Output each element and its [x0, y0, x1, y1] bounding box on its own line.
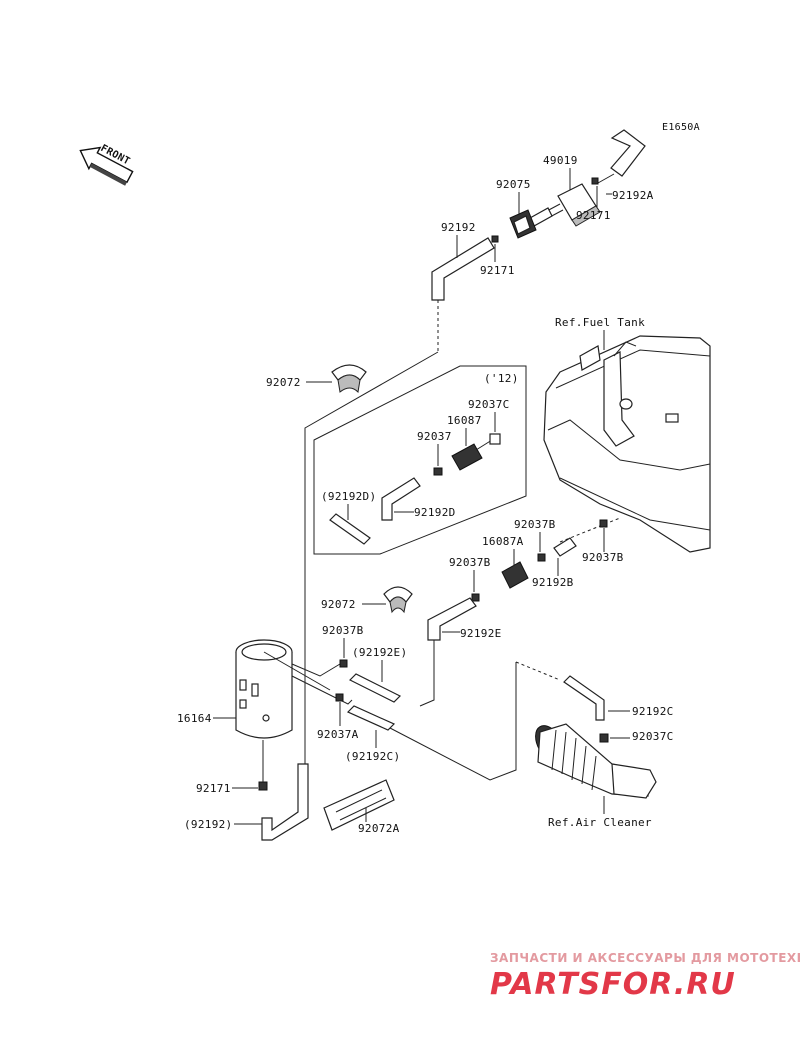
label-92192D: 92192D — [414, 506, 456, 519]
clip-92037B-c — [599, 519, 608, 528]
label-92171-bot: 92171 — [196, 782, 231, 795]
watermark-tagline: ЗАПЧАСТИ И АКСЕССУАРЫ ДЛЯ МОТОТЕХНИКИ — [490, 951, 800, 965]
label-92192C-paren: (92192C) — [345, 750, 400, 763]
year-note: ('12) — [484, 372, 519, 385]
label-92072A: 92072A — [358, 822, 400, 835]
fuel-tank — [543, 335, 711, 553]
label-16087: 16087 — [447, 414, 482, 427]
clip-92171-top — [591, 177, 599, 185]
label-92192B: 92192B — [532, 576, 574, 589]
canister-16164 — [235, 639, 331, 739]
label-16164: 16164 — [177, 712, 212, 725]
hose-92192C — [563, 675, 605, 721]
label-92037C: 92037C — [468, 398, 510, 411]
hose-92192 — [431, 237, 495, 301]
label-92072-top: 92072 — [266, 376, 301, 389]
label-92192C: 92192C — [632, 705, 674, 718]
label-16087A: 16087A — [482, 535, 524, 548]
label-92075: 92075 — [496, 178, 531, 191]
label-92192D-paren: (92192D) — [321, 490, 376, 503]
clip-92037A — [335, 693, 344, 702]
pipe-92192E-paren — [348, 673, 402, 703]
clip-92037 — [433, 467, 443, 476]
clip-92037B-a — [537, 553, 546, 562]
bracket-92072A — [323, 779, 395, 831]
label-92072-mid: 92072 — [321, 598, 356, 611]
diagram-code: E1650A — [662, 122, 700, 133]
top-hose-92192A — [597, 129, 646, 184]
label-92171-mid: 92171 — [480, 264, 515, 277]
pipe-92192C-paren — [346, 705, 396, 731]
hose-92192D — [329, 477, 421, 545]
label-ref-air-cleaner: Ref.Air Cleaner — [548, 816, 652, 829]
label-92192: 92192 — [441, 221, 476, 234]
label-92037C-b: 92037C — [632, 730, 674, 743]
hose-92192E — [427, 597, 477, 641]
valve-16087 — [451, 433, 501, 471]
label-92037B-d: 92037B — [322, 624, 364, 637]
clamp-92072-top — [331, 364, 367, 394]
front-arrow-icon — [79, 146, 134, 186]
label-92037B-a: 92037B — [514, 518, 556, 531]
hose-92192-paren — [261, 763, 309, 841]
label-92037A: 92037A — [317, 728, 359, 741]
watermark-brand: PARTSFOR.RU — [490, 967, 736, 1002]
fuel-filter-49019 — [529, 183, 601, 227]
clip-92037C-b — [599, 733, 609, 743]
clip-92037B-d — [339, 659, 348, 668]
clamp-92075 — [509, 209, 537, 239]
label-92171-top: 92171 — [576, 209, 611, 222]
label-92037B-c: 92037B — [582, 551, 624, 564]
label-92192-paren: (92192) — [184, 818, 232, 831]
clip-92171-bot — [258, 781, 268, 791]
label-92037B-b: 92037B — [449, 556, 491, 569]
clip-92171-mid — [491, 235, 499, 243]
label-92192E: 92192E — [460, 627, 502, 640]
label-92192A: 92192A — [612, 189, 654, 202]
clamp-92072-mid — [383, 586, 413, 614]
label-92037: 92037 — [417, 430, 452, 443]
clip-92037B-b — [471, 593, 480, 602]
label-92192E-paren: (92192E) — [352, 646, 407, 659]
label-ref-fuel-tank: Ref.Fuel Tank — [555, 316, 645, 329]
valve-16087A — [501, 561, 529, 589]
label-49019: 49019 — [543, 154, 578, 167]
air-cleaner-duct — [535, 723, 657, 799]
pipe-92192B — [553, 537, 577, 557]
year-2012-box — [313, 365, 527, 555]
